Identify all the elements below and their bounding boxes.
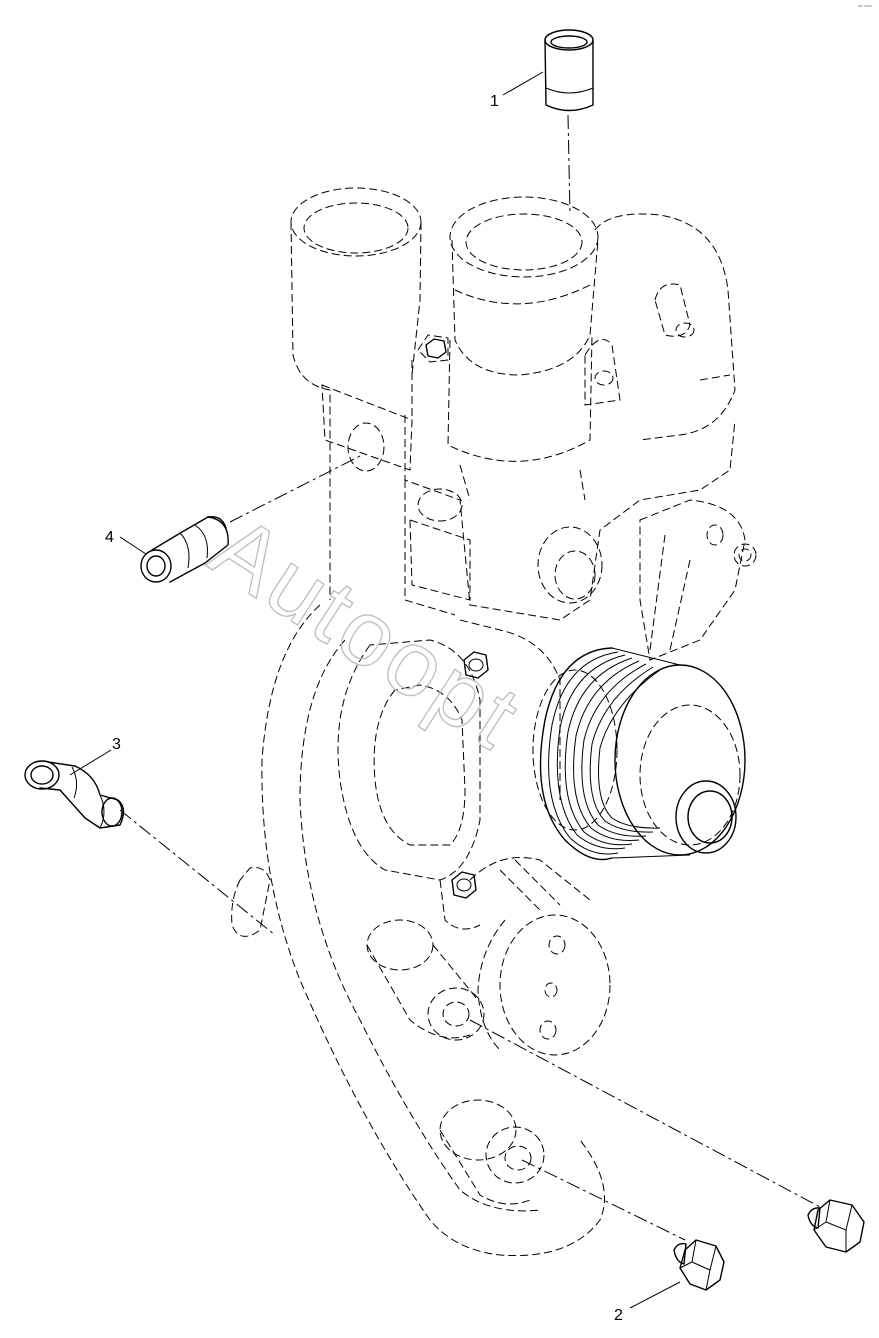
- housing-bolts: [425, 338, 489, 899]
- callout-4-label: 4: [105, 529, 114, 546]
- center-lines: [119, 114, 821, 1241]
- callout-1: 1: [490, 71, 544, 110]
- callout-3-label: 3: [112, 736, 121, 753]
- callout-3: 3: [69, 736, 121, 776]
- pulley: [532, 647, 746, 861]
- part-2-plug-upper: [807, 1199, 865, 1253]
- water-pump-housing: [231, 187, 757, 1257]
- watermark: Autoopt: [194, 496, 539, 770]
- callout-1-label: 1: [490, 93, 499, 110]
- callout-2-label: 2: [614, 1307, 623, 1324]
- part-3-elbow-fitting: [24, 760, 125, 829]
- part-4-fitting: [140, 516, 229, 583]
- callout-2: 2: [614, 1281, 681, 1324]
- corner-mark: ᵃᵖᵗ ᵐᵃᵐ: [858, 4, 872, 10]
- callout-4: 4: [105, 529, 147, 555]
- part-1-sleeve: [544, 29, 594, 112]
- part-2-plug-lower: [673, 1239, 725, 1291]
